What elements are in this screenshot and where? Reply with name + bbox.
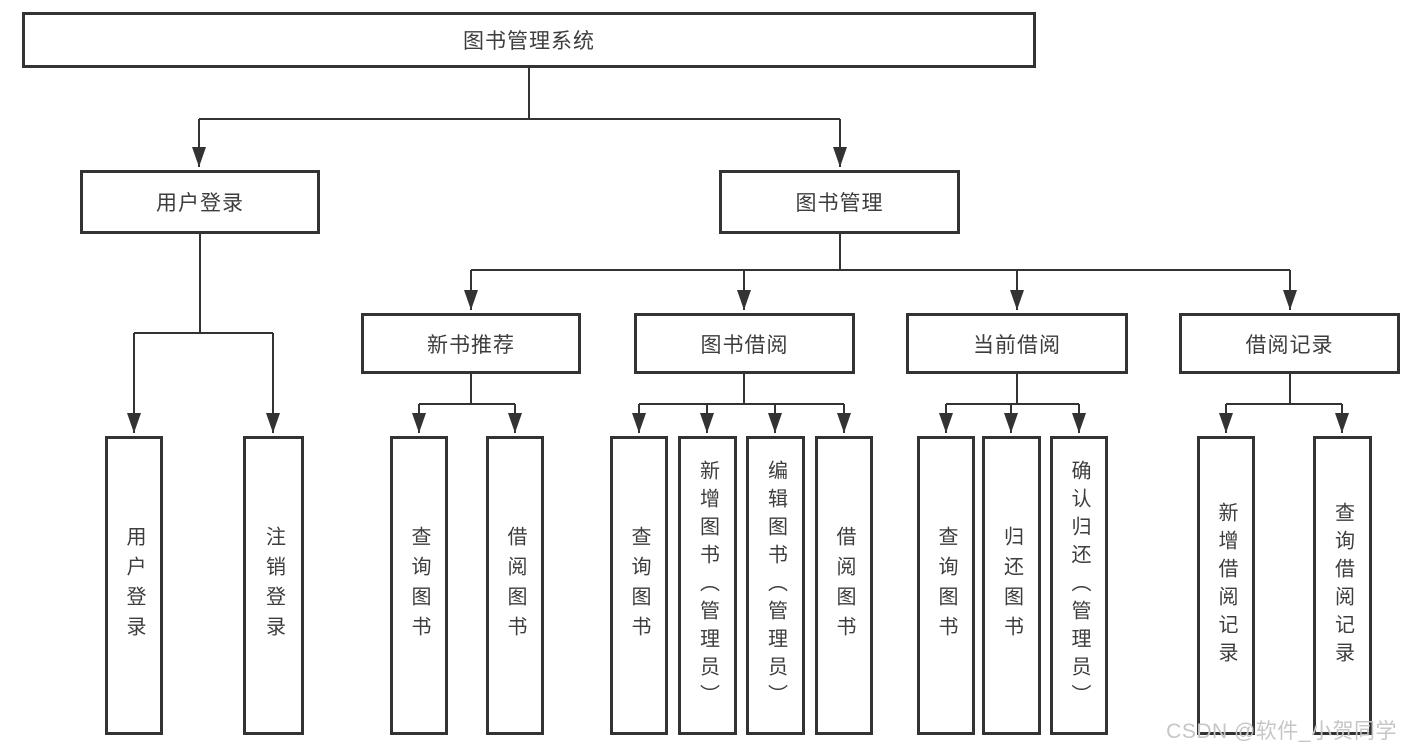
node-book-borrowing: 图书借阅 (634, 313, 855, 374)
node-new-book-recommend-label: 新书推荐 (427, 333, 515, 357)
leaf-user-login: 用户登录 (105, 436, 163, 735)
leaf-query-books-current: 查询图书 (917, 436, 975, 735)
node-root: 图书管理系统 (22, 12, 1036, 68)
node-current-borrowing-label: 当前借阅 (973, 333, 1061, 357)
leaf-return-books-label: 归还图书 (1000, 525, 1023, 646)
leaf-query-books-current-label: 查询图书 (935, 525, 957, 646)
node-borrowing-records: 借阅记录 (1179, 313, 1400, 374)
node-user-login: 用户登录 (80, 170, 320, 234)
leaf-query-books-recommend: 查询图书 (390, 436, 448, 735)
node-book-borrowing-label: 图书借阅 (700, 333, 789, 357)
leaf-borrow-books-recommend-label: 借阅图书 (504, 525, 526, 646)
leaf-logout: 注销登录 (243, 436, 304, 735)
leaf-return-books: 归还图书 (982, 436, 1041, 735)
leaf-query-borrow-record: 查询借阅记录 (1313, 436, 1372, 735)
leaf-user-login-label: 用户登录 (123, 525, 145, 646)
leaf-borrow-books-recommend: 借阅图书 (486, 436, 544, 735)
leaf-query-books-recommend-label: 查询图书 (408, 525, 430, 646)
leaf-borrow-books-label: 借阅图书 (833, 525, 855, 646)
node-new-book-recommend: 新书推荐 (361, 313, 581, 374)
node-current-borrowing: 当前借阅 (906, 313, 1128, 374)
leaf-edit-books-admin: 编辑图书（管理员） (746, 436, 805, 735)
leaf-add-books-admin: 新增图书（管理员） (678, 436, 737, 735)
node-book-management: 图书管理 (719, 170, 960, 234)
leaf-query-books-borrowing: 查询图书 (610, 436, 668, 735)
node-root-label: 图书管理系统 (463, 30, 595, 53)
leaf-query-books-borrowing-label: 查询图书 (628, 525, 650, 646)
leaf-query-borrow-record-label: 查询借阅记录 (1331, 501, 1354, 670)
leaf-confirm-return-admin: 确认归还（管理员） (1050, 436, 1108, 735)
node-borrowing-records-label: 借阅记录 (1245, 333, 1334, 357)
node-user-login-label: 用户登录 (156, 192, 244, 215)
leaf-confirm-return-admin-label: 确认归还（管理员） (1068, 459, 1090, 712)
leaf-add-books-admin-label: 新增图书（管理员） (696, 459, 719, 712)
leaf-add-borrow-record: 新增借阅记录 (1197, 436, 1255, 735)
leaf-logout-label: 注销登录 (262, 525, 285, 646)
leaf-add-borrow-record-label: 新增借阅记录 (1215, 501, 1237, 670)
leaf-borrow-books: 借阅图书 (815, 436, 873, 735)
leaf-edit-books-admin-label: 编辑图书（管理员） (764, 459, 787, 712)
node-book-management-label: 图书管理 (795, 192, 884, 215)
csdn-watermark: CSDN @软件_小贺同学 (1166, 720, 1397, 743)
